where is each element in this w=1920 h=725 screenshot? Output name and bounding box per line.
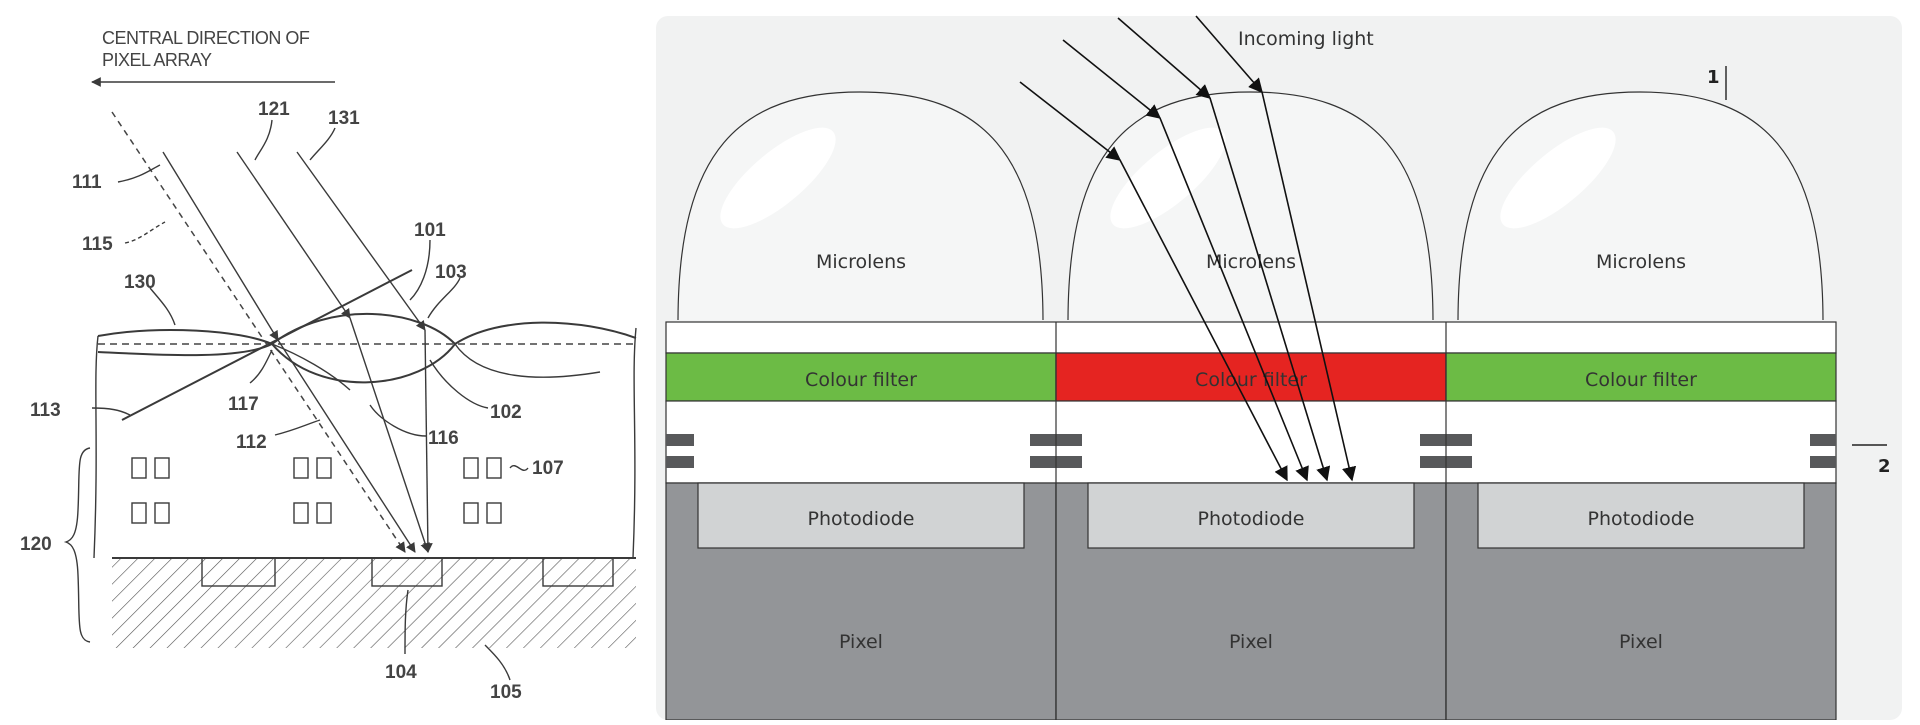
colour-filter-label-left: Colour filter xyxy=(805,369,917,391)
label-121: 121 xyxy=(258,99,290,120)
leader-116 xyxy=(369,404,427,437)
pixel-label-center: Pixel xyxy=(1229,631,1273,653)
leader-115 xyxy=(124,221,166,244)
cross-section-figure: Microlens Microlens Microlens Colour fil… xyxy=(656,15,1902,721)
label-107: 107 xyxy=(532,458,564,479)
label-117: 117 xyxy=(228,394,259,415)
ref-number-2: 2 xyxy=(1878,456,1891,477)
ray-131 xyxy=(296,151,426,331)
photodiode-label-left: Photodiode xyxy=(808,508,915,530)
photodiode-well-104 xyxy=(371,557,443,587)
substrate-105 xyxy=(112,558,636,648)
label-102: 102 xyxy=(490,402,522,423)
microlens-right xyxy=(1457,91,1824,320)
leader-105 xyxy=(484,644,511,681)
photodiode-well-left xyxy=(201,557,276,587)
lens-highlight-center xyxy=(1110,127,1226,229)
title-line-2: PIXEL ARRAY xyxy=(102,50,212,70)
label-111: 111 xyxy=(72,172,102,193)
microlens-right-lower xyxy=(454,343,601,378)
photodiode-label-right: Photodiode xyxy=(1588,508,1695,530)
ray-121 xyxy=(236,151,351,319)
leader-102 xyxy=(429,359,489,409)
leader-112 xyxy=(274,419,321,436)
leader-121 xyxy=(254,119,273,161)
leader-104 xyxy=(404,589,409,655)
label-105: 105 xyxy=(490,682,522,703)
left-wall xyxy=(93,335,99,559)
leader-113 xyxy=(91,407,131,416)
label-131: 131 xyxy=(328,108,360,129)
leader-103 xyxy=(427,277,461,319)
brace-120 xyxy=(63,447,91,643)
label-104: 104 xyxy=(385,662,417,683)
label-115: 115 xyxy=(82,234,113,255)
right-wall xyxy=(632,327,637,559)
leader-131 xyxy=(309,127,336,161)
leader-101 xyxy=(409,239,431,301)
microlens-label-right: Microlens xyxy=(1596,251,1686,273)
microlens-130 xyxy=(97,329,275,357)
label-101: 101 xyxy=(414,220,446,241)
photodiode-center xyxy=(1087,482,1415,549)
photodiode-label-center: Photodiode xyxy=(1198,508,1305,530)
colour-filter-red-center xyxy=(1055,352,1447,402)
ray-121-refracted xyxy=(349,317,430,553)
incoming-light-label: Incoming light xyxy=(1238,28,1374,50)
leader-117 xyxy=(249,349,273,384)
ray-131-refracted xyxy=(422,329,433,553)
leader-130 xyxy=(149,287,176,326)
colour-filter-label-center: Colour filter xyxy=(1195,369,1307,391)
spacer-layer xyxy=(665,321,1837,354)
label-112: 112 xyxy=(236,432,267,453)
ref-number-1: 1 xyxy=(1707,67,1720,88)
photodiode-left xyxy=(697,482,1025,549)
label-103: 103 xyxy=(435,262,467,283)
ray-111 xyxy=(162,151,279,341)
leader-107 xyxy=(509,465,529,471)
leader-111 xyxy=(117,164,161,183)
microlens-right xyxy=(454,321,637,345)
pixel-label-left: Pixel xyxy=(839,631,883,653)
refraction-curve-117 xyxy=(271,343,351,391)
label-120: 120 xyxy=(20,534,52,555)
title-line-1: CENTRAL DIRECTION OF xyxy=(102,28,310,48)
lens-highlight-left xyxy=(720,127,836,229)
colour-filter-label-right: Colour filter xyxy=(1585,369,1697,391)
wiring-layer xyxy=(665,400,1837,484)
microlens-label-left: Microlens xyxy=(816,251,906,273)
label-113: 113 xyxy=(30,400,61,421)
lens-highlight-right xyxy=(1500,127,1616,229)
ray-111-refracted xyxy=(277,339,416,553)
label-130: 130 xyxy=(124,272,156,293)
wiring-squares-107 xyxy=(131,457,502,524)
photodiode-right xyxy=(1477,482,1805,549)
microlens-left xyxy=(677,91,1044,320)
incoming-light-rays xyxy=(1019,15,1357,482)
photodiode-well-right xyxy=(542,557,614,587)
pixel-label-right: Pixel xyxy=(1619,631,1663,653)
label-116: 116 xyxy=(428,428,459,449)
dashed-ray-115 xyxy=(111,111,406,553)
patent-figure: CENTRAL DIRECTION OF PIXEL ARRAY xyxy=(20,28,637,703)
microlens-label-center: Microlens xyxy=(1206,251,1296,273)
